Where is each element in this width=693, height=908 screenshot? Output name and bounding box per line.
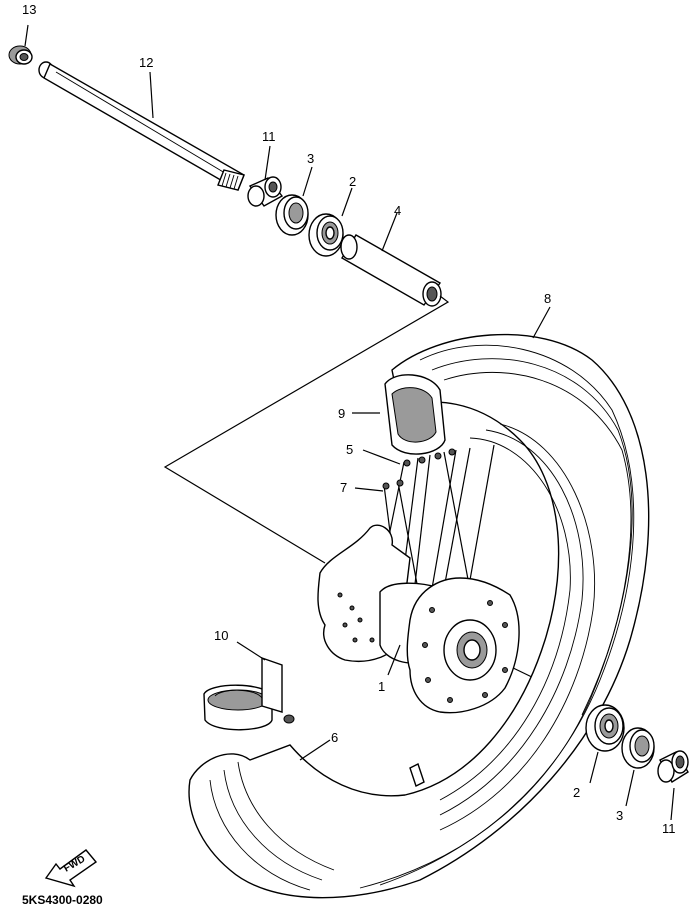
- callout-7: 7: [340, 480, 347, 495]
- callout-5: 5: [346, 442, 353, 457]
- rim-band: [352, 374, 446, 455]
- callout-12: 12: [139, 55, 153, 70]
- wheel-spacer-bottom: [657, 750, 689, 821]
- rim-tape-tab: [236, 641, 283, 713]
- callout-10: 10: [214, 628, 228, 643]
- callout-8: 8: [544, 291, 551, 306]
- callout-13: 13: [22, 2, 36, 17]
- wheel-hub: [317, 524, 520, 714]
- fwd-arrow-icon: FWD: [44, 849, 98, 888]
- spacer-collar: [340, 212, 442, 307]
- callout-4: 4: [394, 203, 401, 218]
- front-axle: [38, 61, 245, 192]
- oil-seal-bottom: [621, 727, 655, 807]
- wheel-spacer-top: [247, 145, 284, 207]
- callout-9: 9: [338, 406, 345, 421]
- axle-nut: [8, 24, 33, 65]
- bearing-bottom: [585, 704, 625, 784]
- callout-3-bottom: 3: [616, 808, 623, 823]
- inner-tube: [203, 684, 425, 787]
- callout-3: 3: [307, 151, 314, 166]
- callout-1: 1: [378, 679, 385, 694]
- bearing-top: [308, 187, 353, 257]
- tire: [188, 306, 650, 899]
- oil-seal-top: [275, 166, 313, 236]
- callout-6: 6: [331, 730, 338, 745]
- callout-11-bottom: 11: [662, 821, 676, 836]
- callout-2: 2: [349, 174, 356, 189]
- drawing-code: 5KS4300-0280: [22, 893, 103, 907]
- callout-11: 11: [262, 129, 276, 144]
- callout-2-bottom: 2: [573, 785, 580, 800]
